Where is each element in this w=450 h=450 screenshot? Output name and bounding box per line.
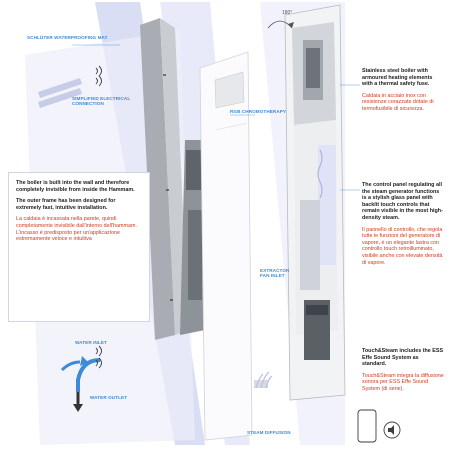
label-rotation: 180° (282, 10, 293, 16)
note-sound-it: Touch&Steam integra la diffusione sonora… (362, 372, 444, 392)
note-sound-system: Touch&Steam includes the ESS Effe Sound … (362, 348, 444, 398)
rotation-arrowhead-icon (288, 22, 294, 28)
left-description-panel (8, 172, 150, 322)
note-panel-en: The control panel regulating all the ste… (362, 182, 443, 221)
label-water-outlet: WATER OUTLET (90, 395, 128, 400)
note-built-it: La caldaia è incassata nella parete, qui… (16, 216, 138, 243)
wifi-signal-icon (95, 345, 102, 369)
label-extractor-fan: EXTRACTOR FAN INLET (260, 268, 290, 279)
water-outlet-arrowhead-icon (73, 404, 83, 412)
glass-control-panel (199, 51, 253, 441)
generator-module (186, 150, 201, 190)
note-built-in: The boiler is built into the wall and th… (16, 180, 141, 248)
electrical-arrow-icon (38, 78, 82, 98)
water-flow-arrow-icon (60, 360, 81, 372)
recessed-frame-face (160, 18, 188, 335)
note-boiler: Stainless steel boiler with armoured hea… (362, 68, 444, 118)
electrical-arrow-icon (38, 88, 82, 108)
recessed-frame (140, 18, 175, 340)
steam-nozzle (254, 380, 268, 388)
label-water-inlet: WATER INLET (75, 340, 107, 345)
label-waterproofing-mat: SCHLÜTER WATERPROOFING MAT (27, 35, 108, 40)
generator-module (188, 210, 202, 300)
steam-plume-icon (255, 371, 273, 389)
display-window (214, 71, 245, 109)
label-electrical-connection: SIMPLIFIED ELECTRICAL CONNECTION (72, 96, 131, 107)
note-sound-en: Touch&Steam includes the ESS Effe Sound … (362, 348, 444, 368)
note-boiler-it: Caldaia in acciaio inox con resistenze c… (362, 92, 434, 112)
note-frame-en: The outer frame has been designed for ex… (16, 198, 116, 211)
label-steam-diffusion: STEAM DIFFUSION (247, 430, 291, 435)
note-boiler-en: Stainless steel boiler with armoured hea… (362, 68, 433, 88)
speaker-glyph-icon (388, 425, 394, 435)
note-control-panel: The control panel regulating all the ste… (362, 182, 444, 271)
panel-line (215, 122, 248, 131)
note-panel-it: Il pannello di controllo, che regola tut… (362, 226, 443, 266)
wifi-signal-icon (95, 65, 102, 87)
steam-wave-icon (317, 149, 323, 199)
fan-grille (306, 305, 328, 315)
boiler-body (300, 200, 320, 290)
smartphone-sound-icon (357, 409, 377, 443)
label-rgb-chromotherapy: RGB CHROMOTHERAPY (230, 109, 287, 114)
heating-element (306, 48, 320, 88)
water-inlet-arrowhead-icon (80, 356, 88, 366)
steam-chamber (318, 145, 336, 265)
note-built-en: The boiler is built into the wall and th… (16, 180, 135, 193)
